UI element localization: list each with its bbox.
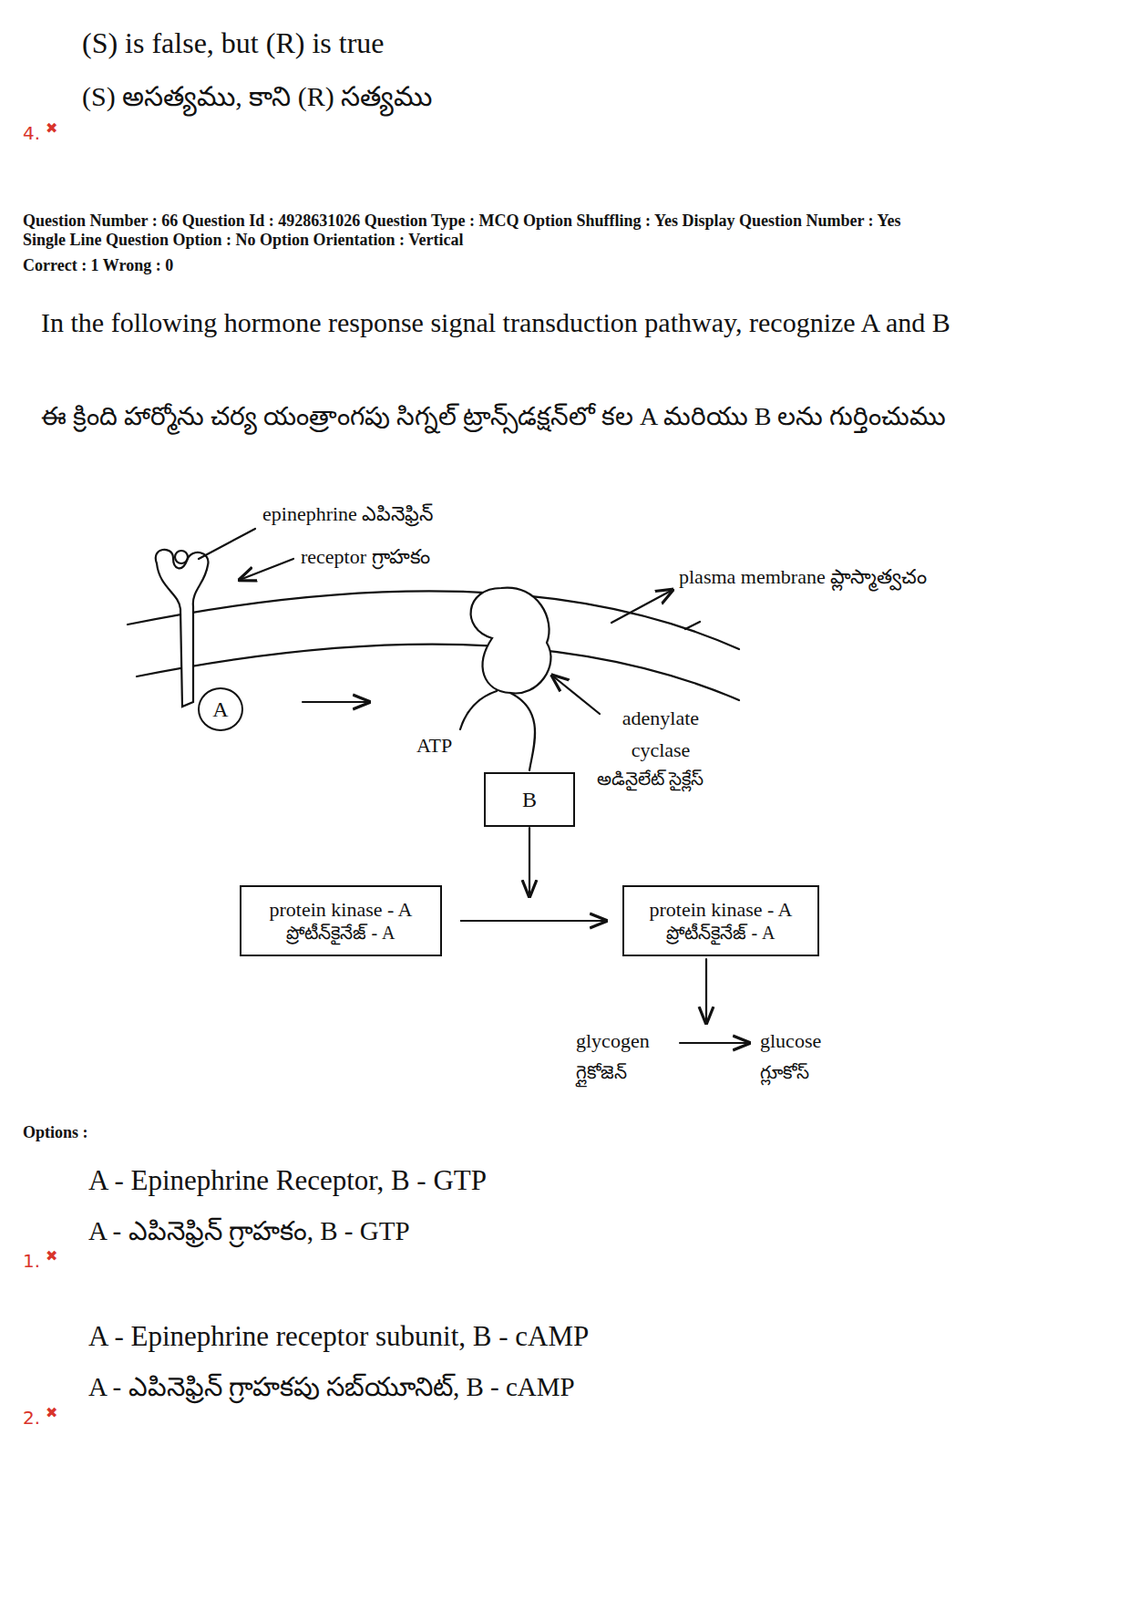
wrong-mark: ✖ bbox=[45, 1246, 58, 1264]
part-label: receptor గ్రాహకం bbox=[300, 544, 431, 569]
epinephrine-leader bbox=[198, 528, 256, 559]
wrong-mark: ✖ bbox=[45, 1403, 58, 1421]
part-label: అడినైలేట్ సైక్లేస్ bbox=[596, 767, 704, 790]
epinephrine-symbol bbox=[174, 550, 188, 564]
part-label: ATP bbox=[416, 733, 452, 758]
receptor-symbol bbox=[155, 549, 209, 707]
statement-option: (S) అసత్యము, కాని (R) సత్యము bbox=[82, 80, 432, 113]
question-meta: Question Number : 66 Question Id : 49286… bbox=[22, 211, 901, 232]
membrane-tick bbox=[685, 621, 700, 629]
option-text: A - ఎపినెఫ్రిన్ గ్రాహకం, B - GTP bbox=[88, 1214, 411, 1247]
molecule-box: B bbox=[483, 771, 576, 827]
b-arrow bbox=[528, 827, 531, 896]
camp-line bbox=[510, 692, 535, 771]
node-text: ప్రోటీన్‌కైనేజ్ - A bbox=[666, 921, 775, 944]
node-text: ప్రోటీన్‌కైనేజ్ - A bbox=[286, 921, 395, 944]
enzyme-box: protein kinase - Aప్రోటీన్‌కైనేజ్ - A bbox=[239, 884, 442, 956]
question-meta: Correct : 1 Wrong : 0 bbox=[22, 256, 174, 277]
glycogen-arrow bbox=[679, 1041, 750, 1044]
option-number: 4. bbox=[22, 122, 41, 144]
part-label: epinephrine ఎపినెఫ్రిన్ bbox=[262, 502, 433, 526]
atp-line bbox=[460, 690, 497, 730]
options-heading: Options : bbox=[22, 1122, 89, 1143]
wrong-mark: ✖ bbox=[45, 119, 58, 137]
membrane-outer bbox=[127, 590, 740, 649]
option-text: A - Epinephrine receptor subunit, B - cA… bbox=[88, 1318, 589, 1353]
cyclase-arrow bbox=[552, 675, 600, 714]
part-label: adenylate cyclase bbox=[601, 701, 720, 766]
node-text: B bbox=[522, 786, 537, 813]
node-text: protein kinase - A bbox=[268, 897, 412, 922]
molecule-label: glucose bbox=[760, 1028, 822, 1053]
membrane-arrow bbox=[611, 589, 673, 623]
option-text: A - ఎపినెఫ్రిన్ గ్రాహకపు సబ్‌యూనిట్, B -… bbox=[88, 1370, 576, 1403]
signal-arrow bbox=[302, 700, 370, 703]
subunit-blob: A bbox=[197, 687, 244, 731]
question-text: In the following hormone response signal… bbox=[41, 306, 951, 339]
kinase-arrow bbox=[705, 958, 708, 1023]
connector-arrow bbox=[460, 919, 607, 922]
question-meta: Single Line Question Option : No Option … bbox=[22, 230, 464, 251]
enzyme-box: protein kinase - Aప్రోటీన్‌కైనేజ్ - A bbox=[622, 884, 820, 956]
receptor-arrow bbox=[239, 558, 294, 580]
adenylate-cyclase-symbol bbox=[471, 587, 552, 694]
molecule-label: గ్లైకోజెన్ bbox=[575, 1060, 627, 1083]
option-text: A - Epinephrine Receptor, B - GTP bbox=[88, 1162, 487, 1197]
molecule-label: గ్లూకోస్ bbox=[760, 1060, 810, 1083]
option-number: 2. bbox=[22, 1406, 41, 1428]
node-text: A bbox=[212, 696, 228, 723]
statement-option: (S) is false, but (R) is true bbox=[82, 25, 385, 61]
part-label: plasma membrane ప్లాస్మాత్వచం bbox=[678, 565, 927, 589]
option-number: 1. bbox=[22, 1249, 41, 1272]
molecule-label: glycogen bbox=[575, 1028, 650, 1053]
node-text: protein kinase - A bbox=[648, 897, 792, 922]
question-text: ఈ క్రింది హార్మోను చర్య యంత్రాంగపు సిగ్న… bbox=[41, 400, 946, 432]
